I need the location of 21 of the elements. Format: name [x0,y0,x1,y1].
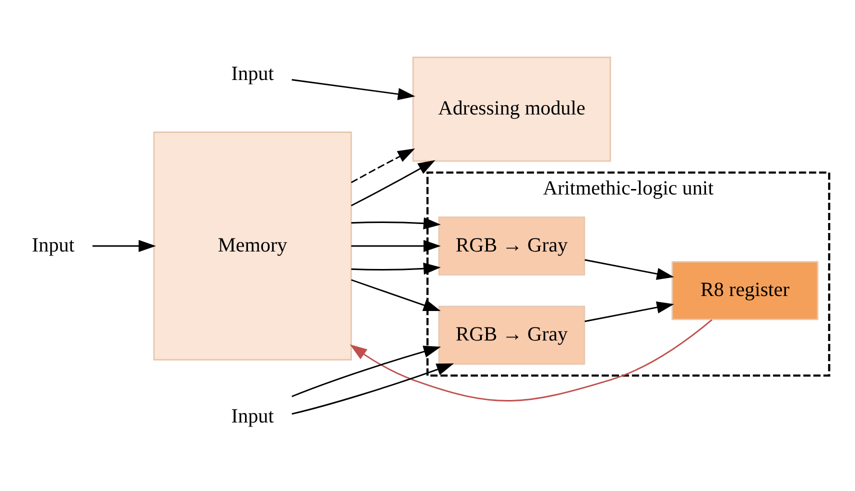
arrow [92,239,156,252]
arrow [351,216,441,229]
node-box: Adressing module [412,56,612,162]
node-box: RGB → Gray [438,216,586,276]
node-box: R8 register [672,260,818,320]
arrow [584,300,674,322]
node-text: Input [231,405,274,428]
arrow [292,362,454,414]
arrow [351,262,441,274]
node-box: RGB → Gray [438,305,586,364]
arrow [584,258,674,280]
arrow [350,160,436,206]
node-text: Input [32,234,74,256]
arrow [292,345,441,397]
node-box: Memory [153,131,352,360]
arrow [350,148,416,183]
arrow [292,78,416,100]
arrow [351,239,441,252]
arrow [350,318,712,401]
arrow [351,278,441,311]
node-text: Input [231,62,274,84]
